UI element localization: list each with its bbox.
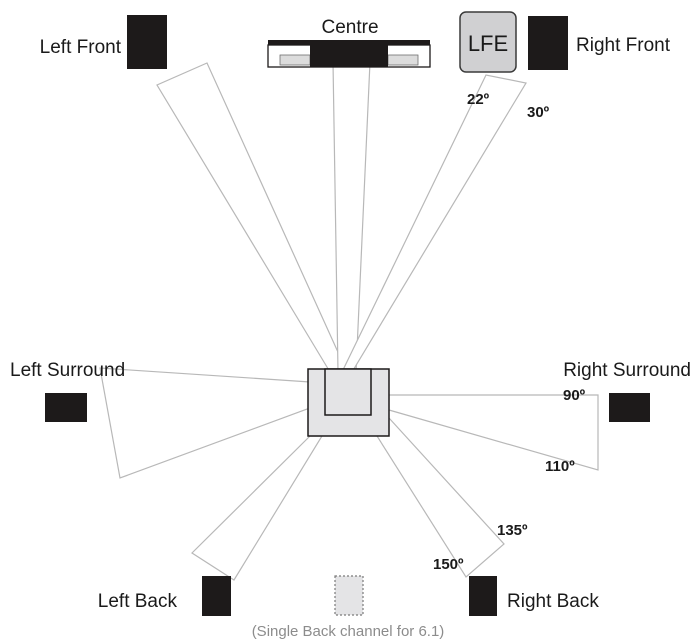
right-back-label: Right Back: [507, 591, 599, 612]
centre-speaker-driver: [310, 40, 388, 67]
single-back-note: (Single Back channel for 6.1): [252, 623, 445, 640]
listener-position: [307, 368, 390, 437]
right-surround-speaker: [609, 393, 650, 422]
centre-speaker-right-port: [387, 54, 419, 66]
wedge-right-front: [341, 74, 527, 373]
angle-150-label: 150º: [433, 556, 464, 573]
left-front-label: Left Front: [40, 37, 122, 58]
left-surround-speaker: [45, 393, 87, 422]
angle-wedges: [99, 61, 599, 581]
lfe-label: LFE: [468, 31, 508, 56]
lfe-speaker: [459, 11, 517, 73]
right-front-label: Right Front: [576, 35, 671, 56]
single-back-speaker: [334, 575, 364, 616]
wedge-left-surround: [99, 367, 311, 479]
wedge-left-front: [156, 62, 348, 373]
wedge-left-back: [191, 435, 324, 581]
left-back-speaker: [202, 576, 231, 616]
left-front-speaker: [127, 15, 167, 69]
angle-30-label: 30º: [527, 104, 550, 121]
angle-110-label: 110º: [545, 458, 575, 475]
listener-head: [324, 368, 372, 416]
wedge-right-back: [376, 417, 505, 578]
angle-90-label: 90º: [563, 387, 586, 404]
left-back-label: Left Back: [98, 591, 178, 612]
left-surround-label: Left Surround: [10, 360, 125, 381]
right-back-speaker: [469, 576, 497, 616]
centre-label: Centre: [321, 17, 378, 38]
centre-speaker: [267, 40, 431, 68]
angle-135-label: 135º: [497, 522, 528, 539]
centre-speaker-left-port: [279, 54, 311, 66]
angle-22-label: 22º: [467, 91, 490, 108]
right-surround-label: Right Surround: [563, 360, 691, 381]
right-front-speaker: [528, 16, 568, 70]
